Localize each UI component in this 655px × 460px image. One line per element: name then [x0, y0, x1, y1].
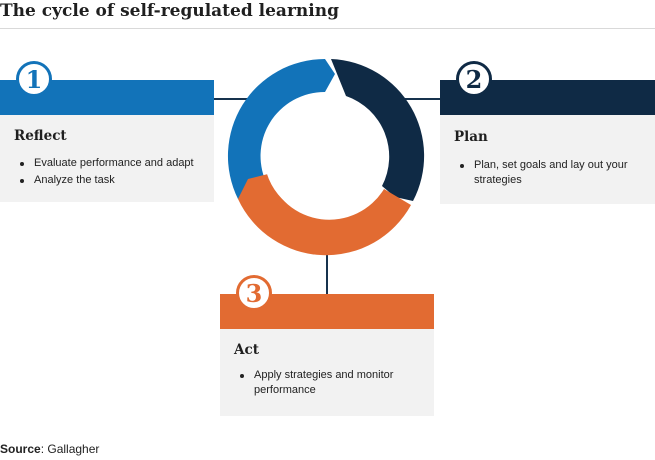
step-number-reflect: 1 — [16, 61, 52, 97]
cycle-segment-reflect — [227, 58, 335, 200]
step-number-act: 3 — [236, 275, 272, 311]
step-card-reflect: Reflect Evaluate performance and adapt A… — [0, 80, 214, 202]
cycle-segment-plan — [331, 59, 425, 201]
connector-act — [326, 250, 328, 294]
step-heading-reflect: Reflect — [14, 128, 67, 144]
list-item: Apply strategies and monitor performance — [240, 368, 434, 398]
step-heading-act: Act — [234, 342, 259, 358]
step-number-plan: 2 — [456, 61, 492, 97]
list-item: Evaluate performance and adapt — [20, 156, 230, 171]
step-card-plan: Plan Plan, set goals and lay out your st… — [440, 80, 655, 204]
step-list-act: Apply strategies and monitor performance — [234, 368, 434, 400]
source-label: Source — [0, 442, 41, 456]
list-item: Analyze the task — [20, 173, 230, 188]
cycle-segment-act — [238, 174, 411, 256]
step-list-plan: Plan, set goals and lay out your strateg… — [454, 158, 654, 190]
cycle-center — [264, 93, 388, 217]
source-value: Gallagher — [47, 442, 100, 456]
connector-reflect — [214, 98, 254, 100]
cycle-ring — [227, 58, 425, 256]
source-note: Source: Gallagher — [0, 442, 100, 456]
step-list-reflect: Evaluate performance and adapt Analyze t… — [14, 156, 230, 190]
connector-plan — [405, 98, 440, 100]
step-card-act: Act Apply strategies and monitor perform… — [220, 294, 434, 416]
title-divider — [0, 28, 655, 29]
list-item: Plan, set goals and lay out your strateg… — [460, 158, 654, 188]
step-heading-plan: Plan — [454, 129, 488, 145]
diagram-title: The cycle of self-regulated learning — [0, 1, 339, 21]
